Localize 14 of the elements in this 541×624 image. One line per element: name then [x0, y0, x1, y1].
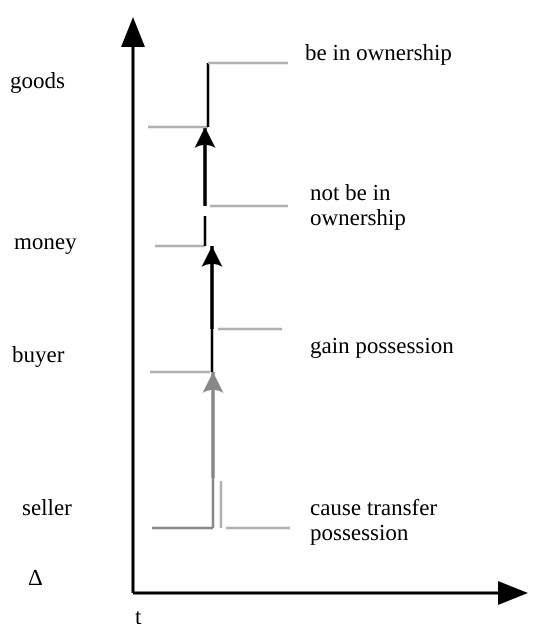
step-signal: [148, 327, 284, 374]
step-signal: [153, 204, 290, 248]
state-label: gain possession: [310, 333, 455, 358]
step-signal: [146, 61, 290, 129]
delta-label: Δ: [28, 565, 43, 590]
row-label: seller: [22, 495, 72, 520]
axis-label: t: [135, 604, 142, 624]
row-label: goods: [10, 68, 65, 93]
row-label: money: [14, 229, 77, 254]
state-label: cause transfer possession: [310, 495, 438, 545]
state-label: be in ownership: [305, 40, 453, 65]
row-label: buyer: [12, 342, 64, 367]
step-signal: [150, 476, 292, 530]
state-label: not be in ownership: [310, 180, 407, 230]
